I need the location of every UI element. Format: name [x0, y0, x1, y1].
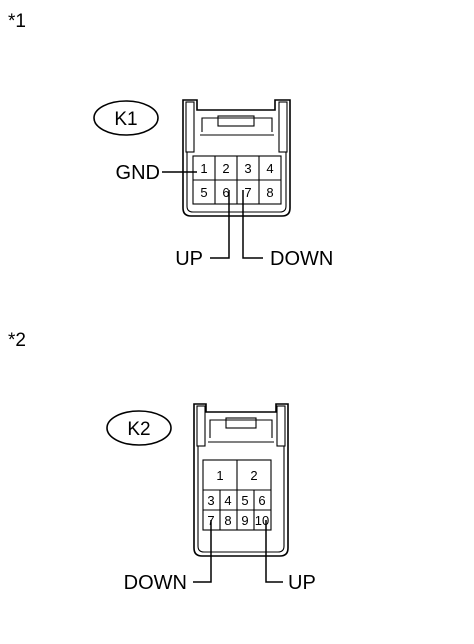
pin-label: 3	[244, 161, 251, 176]
pin-label: 7	[244, 185, 251, 200]
pin-grid: 1 2 3 4 5 6 7 8 9 10	[202, 459, 272, 531]
up-label: UP	[288, 572, 316, 594]
pin-label: 6	[222, 185, 229, 200]
down-label: DOWN	[270, 248, 333, 270]
connector-housing	[182, 99, 291, 217]
pin-label: 2	[222, 161, 229, 176]
pin-label: 1	[216, 468, 223, 483]
pin-label: 10	[255, 513, 269, 528]
up-label: UP	[175, 248, 203, 270]
figure-note: *1	[8, 11, 26, 32]
up-wire	[210, 190, 230, 259]
connector-id-label: K1	[114, 109, 137, 130]
connector-housing	[193, 403, 289, 557]
connector-id-label: K2	[127, 419, 150, 440]
pin-label: 5	[200, 185, 207, 200]
figure-note: *2	[8, 330, 26, 351]
connector-id-oval	[106, 410, 172, 446]
pin-label: 5	[241, 493, 248, 508]
pin-label: 9	[241, 513, 248, 528]
up-wire	[265, 520, 283, 583]
down-label: DOWN	[124, 572, 187, 594]
figure-1: *1 K1 1 2 3 4 5	[8, 11, 333, 270]
pin-label: 3	[207, 493, 214, 508]
down-wire	[193, 520, 212, 583]
pin-label: 4	[266, 161, 273, 176]
pin-label: 2	[250, 468, 257, 483]
down-wire	[242, 190, 263, 259]
pin-grid: 1 2 3 4 5 6 7 8	[192, 155, 282, 205]
connector-id-oval	[93, 100, 159, 136]
pin-label: 6	[258, 493, 265, 508]
gnd-label: GND	[116, 162, 160, 184]
pin-label: 1	[200, 161, 207, 176]
pin-label: 4	[224, 493, 231, 508]
pin-label: 8	[224, 513, 231, 528]
pin-label: 8	[266, 185, 273, 200]
figure-2: *2 K2 1 2 3 4 5 6 7	[8, 330, 316, 594]
